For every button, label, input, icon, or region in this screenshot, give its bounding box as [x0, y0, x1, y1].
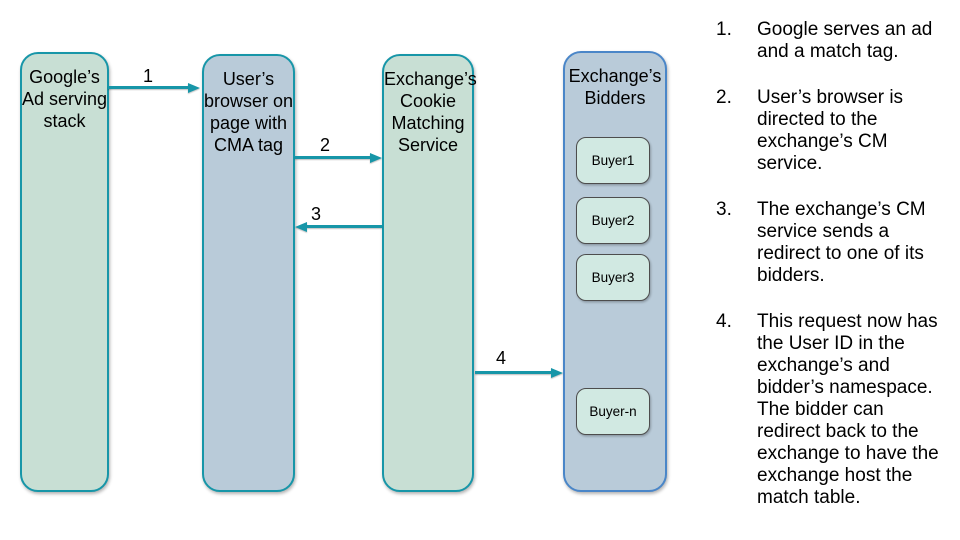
- arrow-1-label: 1: [142, 66, 154, 86]
- arrow-shaft: [307, 225, 382, 228]
- step-text: This request now has the User ID in the …: [757, 311, 939, 508]
- step-item-4: 4. This request now has the User ID in t…: [716, 311, 956, 509]
- step-number: 3.: [716, 199, 732, 220]
- arrow-3: [295, 221, 382, 232]
- step-list: 1. Google serves an ad and a match tag. …: [716, 19, 956, 533]
- arrow-4: [475, 367, 563, 378]
- node-title: Exchange’s Cookie Matching Service: [384, 69, 477, 155]
- step-number: 2.: [716, 87, 732, 108]
- arrow-3-label: 3: [310, 204, 322, 224]
- step-text: Google serves an ad and a match tag.: [757, 19, 933, 62]
- step-item-3: 3. The exchange’s CM service sends a red…: [716, 199, 956, 287]
- arrowhead-left-icon: [295, 221, 307, 232]
- buyer-label: Buyer-n: [589, 404, 637, 419]
- step-number: 1.: [716, 19, 732, 40]
- buyer-label: Buyer1: [591, 153, 635, 168]
- step-text: The exchange’s CM service sends a redire…: [757, 199, 926, 286]
- buyer-1-box: Buyer1: [576, 137, 650, 184]
- buyer-n-box: Buyer-n: [576, 388, 650, 435]
- arrow-2-label: 2: [319, 135, 331, 155]
- arrow-2: [295, 152, 382, 163]
- node-title: Google’s Ad serving stack: [22, 67, 108, 131]
- arrow-shaft: [108, 86, 188, 89]
- arrow-1: [108, 82, 200, 93]
- step-item-2: 2. User’s browser is directed to the exc…: [716, 87, 956, 175]
- arrowhead-right-icon: [188, 82, 200, 93]
- node-exchange-cookie-matching-service: Exchange’s Cookie Matching Service: [382, 54, 477, 492]
- buyer-2-box: Buyer2: [576, 197, 650, 244]
- buyer-3-box: Buyer3: [576, 254, 650, 301]
- buyer-label: Buyer3: [591, 270, 635, 285]
- arrow-shaft: [295, 156, 370, 159]
- node-users-browser: User’s browser on page with CMA tag: [202, 54, 295, 492]
- node-title: Exchange’s Bidders: [568, 66, 662, 108]
- arrowhead-right-icon: [370, 152, 382, 163]
- arrow-shaft: [475, 371, 551, 374]
- step-item-1: 1. Google serves an ad and a match tag.: [716, 19, 956, 63]
- step-number: 4.: [716, 311, 732, 332]
- arrow-4-label: 4: [495, 348, 507, 368]
- buyer-label: Buyer2: [591, 213, 635, 228]
- node-exchange-bidders: Exchange’s Bidders Buyer1 Buyer2 Buyer3 …: [563, 51, 667, 492]
- arrowhead-right-icon: [551, 367, 563, 378]
- node-title: User’s browser on page with CMA tag: [204, 69, 294, 155]
- node-googles-ad-serving-stack: Google’s Ad serving stack: [20, 52, 109, 492]
- step-text: User’s browser is directed to the exchan…: [757, 87, 904, 174]
